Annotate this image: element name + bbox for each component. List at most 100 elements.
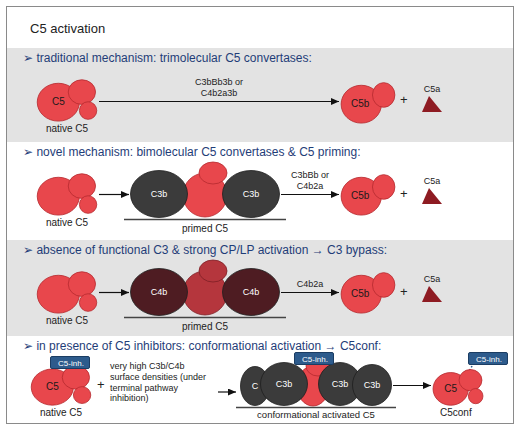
shape-lobe [372, 175, 394, 200]
node-label: C5-inh. [51, 359, 91, 368]
node-label: C5a [410, 84, 454, 94]
plus-sign: + [400, 186, 408, 202]
node-label: primed C5 [100, 223, 310, 235]
outer-frame [7, 7, 514, 424]
shape-lobe [79, 196, 96, 214]
primed-c5-lobe [199, 260, 227, 282]
shape-outline [422, 286, 442, 302]
c5a-fragment: C5a [422, 188, 442, 204]
c4b-molecule: C4b [130, 268, 188, 316]
c5-molecule: C5C5conf [432, 368, 484, 406]
c5b-fragment: C5b [340, 270, 396, 314]
node-label: native C5 [6, 123, 128, 135]
c5b-fragment: C5b [340, 172, 396, 216]
node-label: conformational activated C5 [210, 410, 422, 421]
c3b-molecule: C3b [130, 170, 188, 218]
process-arrow [218, 391, 236, 392]
inhibitor-box: C5-inh. [294, 352, 334, 365]
node-label: C5 [30, 381, 75, 393]
inhibitor-box: C5-inh. [468, 352, 508, 365]
primed-c5-lobe [199, 162, 227, 184]
node-label: C5 [36, 96, 81, 108]
node-label: C3b [222, 189, 280, 199]
node-label: C5b [340, 190, 380, 202]
shape-lobe [353, 365, 392, 406]
c5a-fragment: C5a [422, 286, 442, 302]
plus-sign: + [400, 92, 408, 108]
c3b-molecule: C3b [352, 364, 392, 406]
section-band: ➢ novel mechanism: bimolecular C5 conver… [7, 142, 513, 240]
section-band: ➢ traditional mechanism: trimolecular C5… [7, 48, 513, 142]
c5-molecule: C5native C5C5-inh. [30, 364, 92, 406]
node-label: C5a [410, 274, 454, 284]
reaction-arrow [281, 194, 339, 195]
shape-lobe [223, 269, 280, 316]
node-label: ➢ novel mechanism: bimolecular C5 conver… [23, 146, 361, 160]
c5-molecule: C5native C5 [36, 78, 98, 122]
shape-lobe [68, 80, 95, 105]
shape-lobe [422, 188, 442, 204]
c3b-molecule: C3b [260, 362, 308, 406]
c4b-molecule: C4b [222, 268, 280, 316]
node-label: primed C5 [100, 321, 310, 333]
shape-lobe [422, 286, 442, 302]
node-label: ➢ traditional mechanism: trimolecular C5… [23, 52, 312, 66]
section-band: ➢ in presence of C5 inhibitors: conforma… [7, 336, 513, 422]
complex-group: primed C5C4bC4b [130, 264, 280, 320]
shape-outline [36, 78, 98, 122]
shape-lobe [223, 171, 280, 218]
shape-outline [422, 96, 442, 112]
node-label: C5b [340, 98, 380, 110]
shape-lobe [459, 370, 482, 391]
c5-molecule: native C5 [36, 172, 98, 216]
c3b-molecule: C3b [222, 170, 280, 218]
surface-line [124, 219, 286, 221]
surface-line [236, 407, 396, 409]
shape-lobe [62, 366, 89, 390]
shape-lobe [131, 171, 188, 218]
node-label: C3b [352, 380, 392, 390]
node-label: C5a [410, 176, 454, 186]
shape-lobe [372, 83, 394, 108]
node-label: C3b [130, 189, 188, 199]
annotation-text: very high C3b/C4b surface densities (und… [110, 361, 216, 404]
c5a-fragment: C5a [422, 96, 442, 112]
arrow-label: C3bBb3b or C4b2a3b [184, 77, 254, 99]
shape-outline [30, 364, 92, 406]
complex-group: conformational activated C5CC3bC5-inh.C3… [240, 356, 392, 408]
shape-lobe [73, 387, 90, 404]
node-label: C5-inh. [295, 355, 335, 364]
node-label: C5conf [440, 407, 472, 419]
diagram-title: C5 activation [30, 21, 105, 36]
shape-lobe [68, 174, 95, 199]
node-label: C3b [260, 379, 308, 389]
c5b-fragment: C5b [340, 80, 396, 124]
shape-lobe [79, 294, 96, 312]
arrow-label: C3bBb or C4b2a [284, 170, 336, 192]
reaction-arrow [99, 292, 129, 293]
shape-outline [36, 172, 98, 216]
reaction-arrow [393, 385, 431, 386]
node-label: C5b [340, 288, 380, 300]
node-label: C5-inh. [469, 355, 509, 364]
section-band: ➢ absence of functional C3 & strong CP/L… [7, 240, 513, 336]
node-label: C4b [222, 287, 280, 297]
shape-outline [432, 368, 484, 406]
shape-lobe [79, 102, 96, 120]
node-label: native C5 [0, 407, 122, 419]
shape-lobe [68, 272, 95, 297]
shape-lobe [422, 96, 442, 112]
arrow-label: C4b2a [284, 279, 336, 290]
complex-group: primed C5C3bC3b [130, 166, 280, 222]
reaction-arrow [99, 101, 339, 102]
reaction-arrow [99, 194, 129, 195]
node-label: native C5 [6, 315, 128, 327]
shape-lobe [261, 363, 308, 406]
plus-sign: + [97, 377, 105, 393]
inhibitor-box: C5-inh. [50, 356, 90, 369]
shape-lobe [372, 273, 394, 298]
node-label: native C5 [6, 217, 128, 229]
surface-line [124, 317, 286, 319]
